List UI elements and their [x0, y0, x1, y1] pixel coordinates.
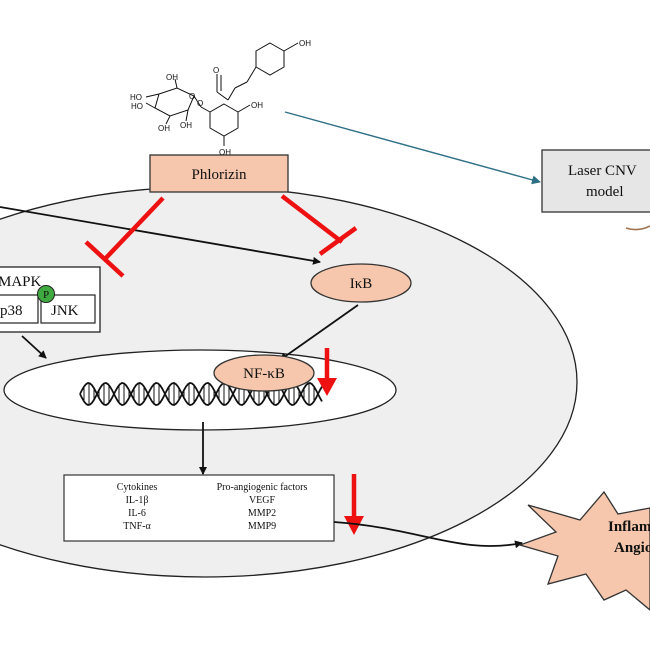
inhibit-bar-mapk	[84, 240, 125, 278]
teal-arrow	[284, 111, 541, 185]
oxygen-label: O	[213, 66, 219, 75]
molecule-atom-labels: OH OH HO HO OH OH OH OH O O O	[130, 39, 311, 157]
phlorizin-structure-icon	[145, 42, 299, 146]
phlorizin-label: Phlorizin	[192, 167, 247, 183]
nfkb-node	[213, 354, 315, 392]
hydroxyl-label: OH	[219, 148, 231, 157]
p38-label: p38	[0, 303, 23, 319]
phlorizin-box	[149, 154, 289, 193]
cnv-model-label-line2: model	[586, 184, 624, 200]
jnk-label: JNK	[51, 303, 79, 319]
cytokine-item: TNF-α	[123, 521, 151, 532]
arrow-to-outcome	[333, 521, 523, 549]
p38-box	[0, 294, 39, 324]
nfkb-label: NF-κB	[243, 366, 285, 382]
hydroxyl-label: OH	[158, 124, 170, 133]
ikb-label: IκB	[350, 276, 373, 292]
hydroxyl-label: HO	[131, 102, 143, 111]
oxygen-label: O	[197, 99, 203, 108]
activation-arrow-to-ikb	[0, 206, 321, 265]
factors-box	[63, 474, 335, 542]
angiogenic-header: Pro-angiogenic factors	[217, 482, 308, 493]
hydroxyl-label: OH	[299, 39, 311, 48]
outcome-label-line2: Angio	[614, 540, 650, 556]
cytokine-item: IL-6	[128, 508, 146, 519]
inhibit-bar-ikb	[318, 226, 358, 256]
cytokine-item: IL-1β	[126, 495, 149, 506]
outcome-starburst	[517, 490, 650, 611]
downregulation-arrow-factors	[344, 474, 364, 535]
outcome-label-line1: Inflam	[608, 519, 650, 535]
angiogenic-item: MMP2	[248, 508, 276, 519]
arrow-ikb-to-nfkb	[279, 304, 359, 361]
hydroxyl-label: HO	[130, 93, 142, 102]
angiogenic-item: MMP9	[248, 521, 276, 532]
oxygen-label: O	[189, 92, 195, 101]
downregulation-arrow-nfkb	[317, 348, 337, 396]
angiogenic-item: VEGF	[249, 495, 276, 506]
cnv-model-box	[541, 149, 650, 213]
ikb-node	[310, 263, 412, 303]
inhibition-marks	[84, 194, 358, 278]
phosphorylation-label: P	[43, 289, 49, 301]
inhibit-line-ikb	[280, 194, 344, 244]
arrow-mapk-to-nucleus	[21, 335, 47, 359]
curved-accent-icon	[625, 225, 650, 231]
nucleus-outline	[3, 349, 397, 431]
hydroxyl-label: OH	[180, 121, 192, 130]
hydroxyl-label: OH	[251, 101, 263, 110]
mapk-label: MAPK	[0, 274, 42, 290]
phosphorylation-badge	[37, 285, 55, 303]
cnv-model-label-line1: Laser CNV	[568, 163, 637, 179]
inhibit-line-mapk	[102, 196, 165, 262]
hydroxyl-label: OH	[166, 73, 178, 82]
cytokines-column: Cytokines IL-1β IL-6 TNF-α	[117, 482, 158, 532]
cytokines-header: Cytokines	[117, 482, 158, 493]
angiogenic-column: Pro-angiogenic factors VEGF MMP2 MMP9	[217, 482, 308, 532]
